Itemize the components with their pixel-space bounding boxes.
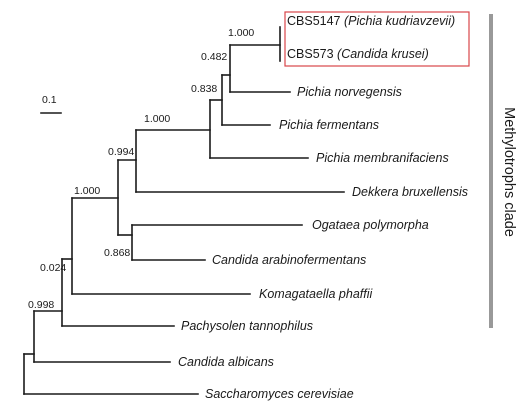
clade-label: Methylotrophs clade xyxy=(501,107,517,237)
support-value: 0.998 xyxy=(28,299,54,311)
taxon-label: Pichia fermentans xyxy=(279,118,379,132)
taxon-label: Pichia membranifaciens xyxy=(316,151,449,165)
support-value: 1.000 xyxy=(74,185,100,197)
taxon-label: CBS5147 (Pichia kudriavzevii) xyxy=(287,14,455,28)
taxon-labels: CBS5147 (Pichia kudriavzevii) CBS573 (Ca… xyxy=(178,14,468,401)
scale-bar: 0.1 xyxy=(40,94,62,114)
taxon-label: Komagataella phaffii xyxy=(259,287,373,301)
support-value: 0.838 xyxy=(191,83,217,95)
taxon-label: Candida arabinofermentans xyxy=(212,253,366,267)
taxon-label: Pichia norvegensis xyxy=(297,85,402,99)
support-value: 0.868 xyxy=(104,247,130,259)
taxon-label: Ogataea polymorpha xyxy=(312,218,429,232)
species-name: (Candida krusei) xyxy=(334,47,429,61)
support-value: 1.000 xyxy=(144,113,170,125)
strain-code: CBS573 xyxy=(287,47,334,61)
support-value: 0.024 xyxy=(40,262,66,274)
scale-bar-label: 0.1 xyxy=(42,94,57,106)
strain-code: CBS5147 xyxy=(287,14,341,28)
support-value: 1.000 xyxy=(228,27,254,39)
tree-branches xyxy=(23,26,345,395)
support-values: 1.000 0.482 0.838 1.000 0.994 1.000 0.86… xyxy=(28,27,254,311)
taxon-label: CBS573 (Candida krusei) xyxy=(287,47,429,61)
taxon-label: Pachysolen tannophilus xyxy=(181,319,313,333)
support-value: 0.994 xyxy=(108,146,134,158)
taxon-label: Dekkera bruxellensis xyxy=(352,185,468,199)
highlight-box xyxy=(284,11,470,67)
support-value: 0.482 xyxy=(201,51,227,63)
species-name: (Pichia kudriavzevii) xyxy=(341,14,456,28)
taxon-label: Saccharomyces cerevisiae xyxy=(205,387,354,401)
taxon-label: Candida albicans xyxy=(178,355,274,369)
